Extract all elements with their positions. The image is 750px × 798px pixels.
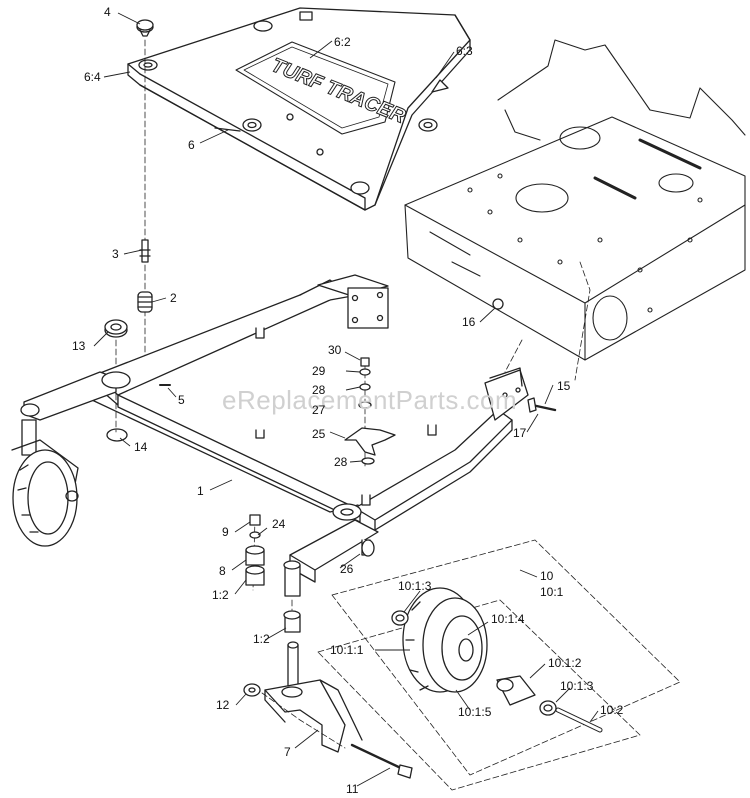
- callout-6-3: 6:3: [456, 44, 473, 58]
- callout-13: 13: [72, 339, 86, 353]
- bolt-15: [527, 397, 557, 413]
- caster-frame: [20, 274, 529, 583]
- callout-4: 4: [104, 5, 111, 19]
- callout-1-2a: 1:2: [212, 588, 229, 602]
- spindle-stack: [283, 560, 301, 691]
- cover-plate: [127, 7, 471, 211]
- callout-15: 15: [557, 379, 571, 393]
- callout-28a: 28: [312, 383, 326, 397]
- nut-12: [243, 683, 261, 697]
- bolt-11: [261, 692, 413, 779]
- caster-fork-7: [264, 679, 363, 753]
- nut-16: [492, 298, 504, 310]
- left-caster-wheel: [11, 419, 79, 547]
- callout-14: 14: [134, 440, 148, 454]
- callout-11: 11: [346, 782, 359, 796]
- wheel-assembly-box: [331, 539, 681, 776]
- callout-8: 8: [219, 564, 226, 578]
- callout-10-1-5: 10:1:5: [458, 705, 492, 719]
- callout-10: 10: [540, 569, 554, 583]
- callout-25: 25: [312, 427, 326, 441]
- spacer-tube: [496, 675, 536, 706]
- washer-14: [106, 428, 128, 442]
- callout-6: 6: [188, 138, 195, 152]
- callout-28b: 28: [334, 455, 348, 469]
- callout-10-2: 10:2: [600, 703, 624, 717]
- callout-6-4: 6:4: [84, 70, 101, 84]
- bushing-13: [104, 319, 128, 433]
- fastener-4: [136, 19, 154, 37]
- callout-30: 30: [328, 343, 342, 357]
- chassis-housing: [404, 39, 746, 361]
- bolt-26: [361, 539, 375, 557]
- callout-10-1-4: 10:1:4: [491, 612, 525, 626]
- bearing-right: [539, 700, 557, 716]
- spring-2: [137, 291, 153, 313]
- callout-7: 7: [284, 745, 291, 759]
- leader-lines: [93, 12, 599, 787]
- callout-10-1-3a: 10:1:3: [398, 579, 432, 593]
- bushing-stack-left: [245, 514, 265, 591]
- axle-10-2: [555, 707, 603, 733]
- bearing-left: [391, 610, 409, 626]
- stud-3: [139, 239, 151, 263]
- callout-10-1: 10:1: [540, 585, 564, 599]
- callout-27: 27: [312, 403, 326, 417]
- callout-12: 12: [216, 698, 230, 712]
- callout-5: 5: [178, 393, 185, 407]
- callout-16: 16: [462, 315, 476, 329]
- callout-17: 17: [513, 426, 527, 440]
- callout-1: 1: [197, 484, 204, 498]
- front-wheel: [402, 587, 488, 693]
- callout-29: 29: [312, 364, 326, 378]
- callout-10-1-2: 10:1:2: [548, 656, 582, 670]
- hardware-stack: [344, 357, 396, 467]
- callout-10-1-1: 10:1:1: [330, 643, 364, 657]
- callout-10-1-3b: 10:1:3: [560, 679, 594, 693]
- callout-1-2b: 1:2: [253, 632, 270, 646]
- callout-9: 9: [222, 525, 229, 539]
- callout-3: 3: [112, 247, 119, 261]
- callout-26: 26: [340, 562, 354, 576]
- callout-24: 24: [272, 517, 286, 531]
- callout-6-2: 6:2: [334, 35, 351, 49]
- callout-2: 2: [170, 291, 177, 305]
